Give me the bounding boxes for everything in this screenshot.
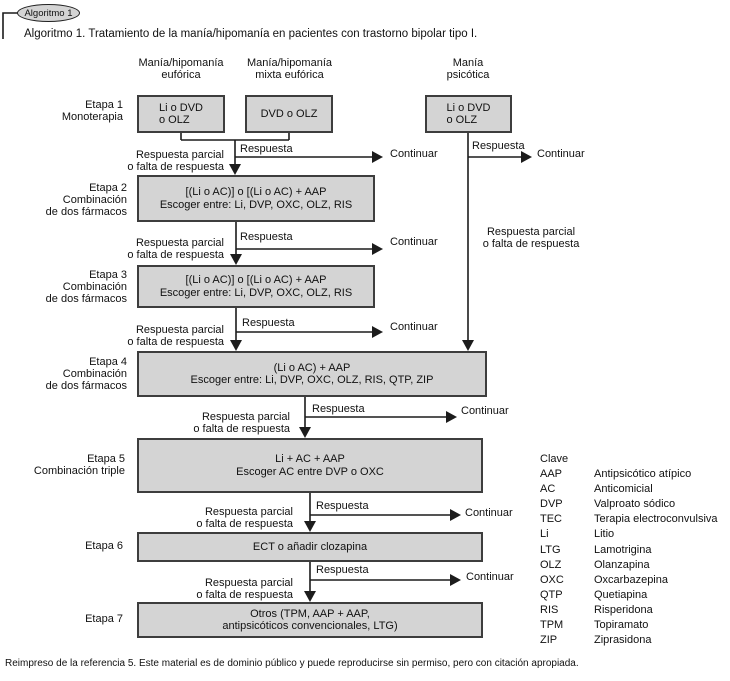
arrowhead-down-stage3 (230, 254, 242, 265)
legend-abbr: AAP (540, 468, 563, 481)
algorithm-badge: Algoritmo 1 (17, 4, 80, 22)
legend-definition: Ziprasidona (594, 634, 652, 647)
legend-definition: Terapia electroconvulsiva (594, 513, 718, 526)
legend-abbr: QTP (540, 588, 563, 601)
footer-note: Reimpreso de la referencia 5. Este mater… (5, 658, 579, 669)
partial-response-label-row5: Respuesta parcial o falta de respuesta (196, 506, 293, 530)
badge-bracket-line (2, 12, 18, 39)
partial-response-label-row4: Respuesta parcial o falta de respuesta (193, 411, 290, 435)
column-header-mixta: Manía/hipomanía mixta eufórica (247, 57, 332, 81)
arrowhead-down-stage7 (304, 591, 316, 602)
legend-definition: Risperidona (594, 603, 653, 616)
stage5-label: Etapa 5 Combinación triple (33, 453, 125, 477)
partial-response-label-row2: Respuesta parcial o falta de respuesta (127, 237, 224, 261)
stage7-label: Etapa 7 (85, 613, 123, 625)
response-label-row5: Respuesta (316, 500, 369, 512)
legend-definition: Oxcarbazepina (594, 573, 668, 586)
continue-label-psychotic: Continuar (537, 148, 585, 160)
arrowhead-down-stage2 (229, 164, 241, 175)
arrowhead-right-row1 (372, 151, 383, 163)
arrowhead-right-row5 (450, 509, 461, 521)
treatment-box-stage3: [(Li o AC)] o [(Li o AC) + AAP Escoger e… (137, 265, 375, 308)
legend-definition: Quetiapina (594, 588, 648, 601)
stage4-label: Etapa 4 Combinación de dos fármacos (45, 356, 127, 392)
column-header-psicotica: Manía psicótica (446, 57, 490, 81)
arrowhead-right-row3 (372, 326, 383, 338)
legend-definition: Litio (594, 528, 615, 541)
continue-label-row2: Continuar (390, 236, 438, 248)
legend-abbr: RIS (540, 603, 559, 616)
response-label-row3: Respuesta (242, 317, 295, 329)
legend: Clave AAP Antipsicótico atípico AC Anticom… (540, 452, 718, 648)
continue-label-row6: Continuar (466, 571, 514, 583)
treatment-box-stage4: (Li o AC) + AAP Escoger entre: Li, DVP, … (137, 351, 487, 397)
legend-abbr: LTG (540, 543, 561, 556)
partial-response-label-row3: Respuesta parcial o falta de respuesta (127, 324, 224, 348)
stage6-label: Etapa 6 (85, 540, 123, 552)
legend-definition: Topiramato (594, 619, 649, 632)
legend-definition: Valproato sódico (594, 498, 676, 511)
stage3-label: Etapa 3 Combinación de dos fármacos (45, 269, 127, 305)
legend-abbr: TPM (540, 619, 564, 632)
treatment-box-stage1-euforica: Li o DVD o OLZ (137, 95, 225, 133)
treatment-box-stage2: [(Li o AC)] o [(Li o AC) + AAP Escoger e… (137, 175, 375, 222)
arrowhead-down-psychotic (462, 340, 474, 351)
legend-abbr: Li (540, 528, 549, 541)
continue-label-row5: Continuar (465, 507, 513, 519)
legend-abbr: OLZ (540, 558, 562, 571)
arrowhead-right-row6 (450, 574, 461, 586)
legend-abbr: ZIP (540, 634, 558, 647)
partial-response-label-row6: Respuesta parcial o falta de respuesta (196, 577, 293, 601)
treatment-box-stage1-mixta: DVD o OLZ (245, 95, 333, 133)
stage1-label: Etapa 1 Monoterapia (61, 99, 123, 123)
legend-definition: Olanzapina (594, 558, 650, 571)
legend-title: Clave (540, 453, 569, 465)
response-label-row6: Respuesta (316, 564, 369, 576)
response-label-row4: Respuesta (312, 403, 365, 415)
partial-response-label-psychotic: Respuesta parcial o falta de respuesta (482, 226, 580, 250)
treatment-box-stage1-psicotica: Li o DVD o OLZ (425, 95, 512, 133)
treatment-box-stage6: ECT o añadir clozapina (137, 532, 483, 562)
continue-label-row3: Continuar (390, 321, 438, 333)
legend-definition: Anticomicial (594, 483, 653, 496)
arrowhead-down-stage5 (299, 427, 311, 438)
response-label-psychotic: Respuesta (472, 140, 525, 152)
arrowhead-right-row2 (372, 243, 383, 255)
response-label-row2: Respuesta (240, 231, 293, 243)
arrowhead-down-stage4 (230, 340, 242, 351)
continue-label-row1: Continuar (390, 148, 438, 160)
arrowhead-right-row4 (446, 411, 457, 423)
legend-abbr: AC (540, 483, 556, 496)
partial-response-label-row1: Respuesta parcial o falta de respuesta (127, 149, 224, 173)
legend-abbr: DVP (540, 498, 563, 511)
legend-abbr: TEC (540, 513, 562, 526)
arrowhead-down-stage6 (304, 521, 316, 532)
legend-definition: Antipsicótico atípico (594, 468, 692, 481)
continue-label-row4: Continuar (461, 405, 509, 417)
response-label-row1: Respuesta (240, 143, 293, 155)
algorithm-badge-label: Algoritmo 1 (24, 7, 73, 19)
treatment-box-stage5: Li + AC + AAP Escoger AC entre DVP o OXC (137, 438, 483, 493)
treatment-box-stage7: Otros (TPM, AAP + AAP, antipsicóticos co… (137, 602, 483, 638)
arrowhead-right-psychotic (521, 151, 532, 163)
page-title: Algoritmo 1. Tratamiento de la manía/hip… (24, 28, 478, 40)
legend-definition: Lamotrigina (594, 543, 652, 556)
legend-abbr: OXC (540, 573, 564, 586)
stage2-label: Etapa 2 Combinación de dos fármacos (45, 182, 127, 218)
column-header-euforica: Manía/hipomanía eufórica (138, 57, 224, 81)
